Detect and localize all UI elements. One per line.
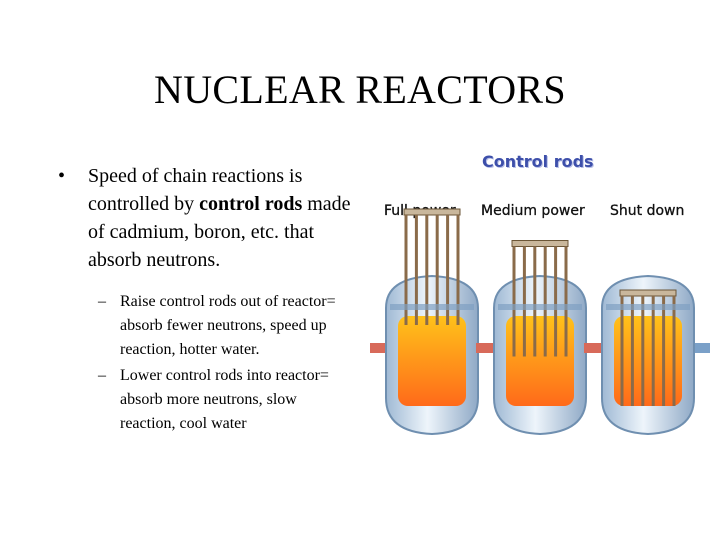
sub-bullet-marker: – bbox=[98, 293, 106, 310]
inlet-pipe bbox=[370, 343, 390, 353]
slide-body: • Speed of chain reactions is controlled… bbox=[58, 162, 358, 438]
control-rod bbox=[662, 296, 666, 406]
control-rod bbox=[543, 246, 547, 357]
sub-bullet-list: – Raise control rods out of reactor= abs… bbox=[58, 290, 358, 436]
control-rod bbox=[533, 246, 537, 357]
control-rod bbox=[522, 246, 526, 357]
sub-bullet-item: – Lower control rods into reactor= absor… bbox=[58, 364, 350, 436]
bullet-text-end: made of cadmium, boron, etc. that absorb… bbox=[88, 193, 351, 271]
bullet-bold-term: control rods bbox=[199, 193, 303, 215]
outlet-pipe bbox=[690, 343, 710, 353]
bullet-item: • Speed of chain reactions is controlled… bbox=[58, 162, 358, 274]
control-rod bbox=[564, 246, 568, 357]
control-rod bbox=[414, 215, 418, 325]
reactor-core bbox=[614, 316, 682, 406]
vessel-lid-band bbox=[498, 304, 582, 310]
reactor-core bbox=[506, 316, 574, 406]
sub-bullet-marker: – bbox=[98, 367, 106, 384]
reactor-vessel bbox=[476, 240, 604, 436]
page-title: NUCLEAR REACTORS bbox=[154, 67, 566, 112]
rod-crossbar bbox=[619, 289, 677, 297]
control-rod bbox=[620, 296, 624, 406]
control-rod bbox=[512, 246, 516, 357]
control-rod bbox=[446, 215, 450, 325]
bullet-marker: • bbox=[58, 165, 66, 187]
state-label-shut-down: Shut down bbox=[610, 203, 685, 219]
sub-bullet-text: Lower control rods into reactor= absorb … bbox=[120, 367, 329, 432]
control-rod bbox=[435, 215, 439, 325]
rod-crossbar bbox=[511, 240, 569, 247]
control-rods-diagram: Control rods Full power Medium power Shu… bbox=[370, 148, 710, 438]
reactor-illustrations bbox=[370, 208, 710, 436]
control-rod bbox=[651, 296, 655, 406]
inlet-pipe bbox=[476, 343, 498, 353]
diagram-heading: Control rods bbox=[482, 152, 594, 171]
control-rod bbox=[404, 215, 408, 325]
control-rod bbox=[425, 215, 429, 325]
sub-bullet-text: Raise control rods out of reactor= absor… bbox=[120, 293, 336, 358]
bullet-text: Speed of chain reactions is controlled b… bbox=[88, 165, 303, 215]
inlet-pipe bbox=[584, 343, 606, 353]
control-rod bbox=[456, 215, 460, 325]
vessel-lid-band bbox=[390, 304, 474, 310]
reactor-vessel bbox=[584, 274, 710, 436]
reactor-vessel bbox=[370, 208, 496, 436]
control-rod bbox=[554, 246, 558, 357]
control-rod bbox=[630, 296, 634, 406]
vessel-lid-band bbox=[606, 304, 690, 310]
rod-crossbar bbox=[403, 208, 461, 216]
control-rod bbox=[641, 296, 645, 406]
sub-bullet-item: – Raise control rods out of reactor= abs… bbox=[58, 290, 350, 362]
state-label-medium-power: Medium power bbox=[481, 203, 585, 219]
reactor-core bbox=[398, 316, 466, 406]
control-rod bbox=[672, 296, 676, 406]
